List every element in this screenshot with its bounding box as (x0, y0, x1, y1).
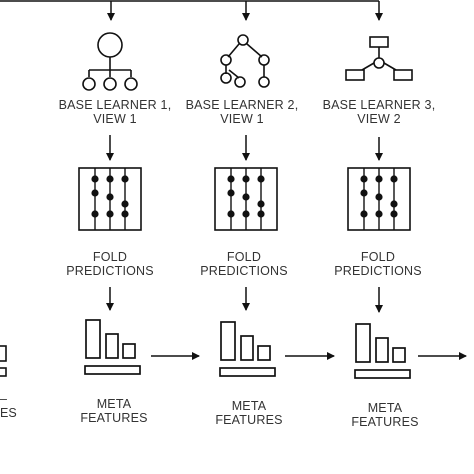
fold-prediction-dot (227, 210, 235, 218)
fold-prediction-dot (227, 175, 235, 183)
fold-prediction-dot (257, 175, 265, 183)
fold-prediction-dot (390, 210, 398, 218)
meta-feature-icon-1 (84, 319, 141, 375)
fold-prediction-dot (257, 210, 265, 218)
top-bus (0, 0, 383, 21)
meta-bar-tall (85, 319, 101, 359)
fold-prediction-dot (91, 210, 99, 218)
fold-prediction-dot (375, 175, 383, 183)
fold-grids (78, 167, 411, 231)
fold-prediction-dot (375, 210, 383, 218)
meta-bar-mid (375, 337, 389, 363)
meta-feature-icons (84, 319, 411, 379)
hierarchy-icon (345, 36, 413, 81)
fold-grid-2 (214, 167, 278, 231)
learner-2-label: BASE LEARNER 2,VIEW 1 (185, 98, 299, 126)
partial-meta-icon (0, 345, 7, 377)
learner-3-label: BASE LEARNER 3,VIEW 2 (322, 98, 436, 126)
meta-base (84, 365, 141, 375)
fold-prediction-dot (91, 189, 99, 197)
fold-prediction-dot (121, 200, 129, 208)
meta-bar-tall (220, 321, 236, 361)
meta-base (219, 367, 276, 377)
binary-tree-icon (220, 34, 270, 88)
meta-bar-mid (105, 333, 119, 359)
fold-grid-3 (347, 167, 411, 231)
single-node-tree-icon (82, 32, 138, 91)
fold-prediction-dot (91, 175, 99, 183)
meta-bar-mid (240, 335, 254, 361)
meta-bar-tall (355, 323, 371, 363)
fold-prediction-dot (390, 175, 398, 183)
fold-prediction-dot (360, 189, 368, 197)
fold-prediction-dot (121, 210, 129, 218)
fold-prediction-dot (242, 175, 250, 183)
fold-prediction-dot (106, 210, 114, 218)
learner-1-label: BASE LEARNER 1,VIEW 1 (58, 98, 172, 126)
learner-to-fold-arrows (106, 135, 383, 161)
meta-feature-icon-3 (354, 323, 411, 379)
left-edge-label: – ES (0, 392, 17, 420)
fold-prediction-dot (242, 210, 250, 218)
fold-prediction-dot (106, 193, 114, 201)
fold-prediction-dot (106, 175, 114, 183)
fold-prediction-dot (375, 193, 383, 201)
meta-bar-short (122, 343, 136, 359)
fold-prediction-dot (390, 200, 398, 208)
fold-prediction-dot (242, 193, 250, 201)
meta-base (354, 369, 411, 379)
meta-feature-icon-2 (219, 321, 276, 377)
fold-to-meta-arrows (106, 287, 383, 313)
fold-prediction-dot (257, 200, 265, 208)
fold-prediction-dot (360, 210, 368, 218)
meta-bar-short (257, 345, 271, 361)
fold-prediction-dot (227, 189, 235, 197)
fold-grid-1 (78, 167, 142, 231)
meta-bar-short (392, 347, 406, 363)
fold-prediction-dot (360, 175, 368, 183)
fold-prediction-dot (121, 175, 129, 183)
